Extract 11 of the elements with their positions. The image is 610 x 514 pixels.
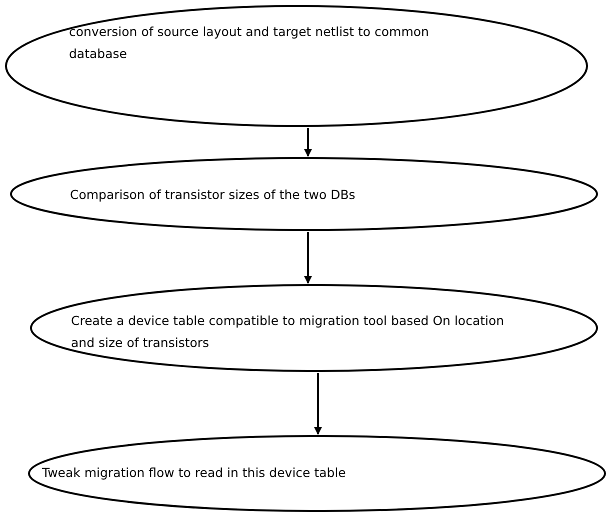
step-text: conversion of source layout and target netlist to common database	[69, 23, 429, 63]
process-ellipse	[10, 157, 598, 231]
arrow	[314, 373, 322, 435]
step-text: Comparison of transistor sizes of the two DBs	[70, 186, 356, 204]
step-text: Tweak migration flow to read in this device table	[42, 464, 347, 482]
step-text: Create a device table compatible to migration tool based On location and size of transistors	[71, 312, 506, 352]
arrow	[304, 232, 312, 284]
arrow	[304, 128, 312, 157]
process-ellipse	[28, 435, 606, 512]
process-ellipse	[30, 284, 598, 372]
process-ellipse	[5, 5, 588, 127]
